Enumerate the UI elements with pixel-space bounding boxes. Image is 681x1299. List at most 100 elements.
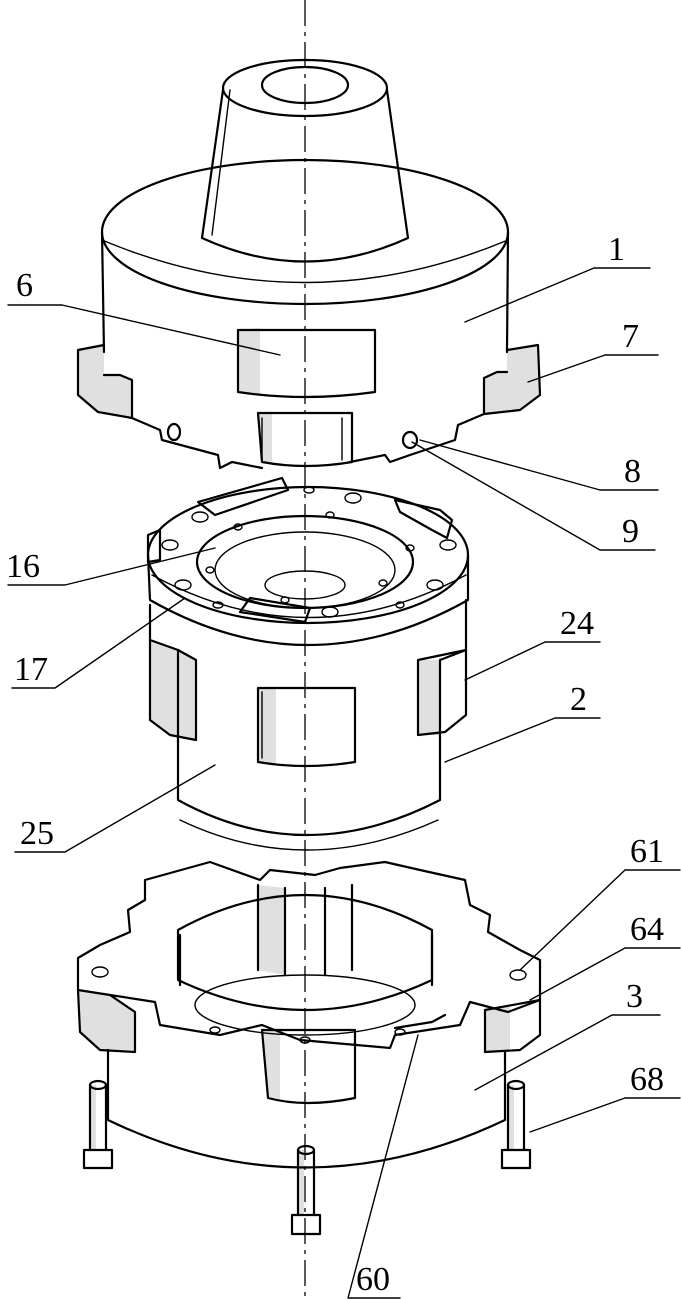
screw-center-shank [296, 1148, 316, 1217]
screw-right-shank [506, 1083, 526, 1152]
base-front-tooth-shade [262, 1030, 280, 1100]
ring-bottom-edge [179, 819, 439, 851]
ring-flange-side [146, 553, 470, 646]
holder-left-side [100, 230, 106, 354]
base-hole-front [299, 1036, 311, 1044]
ring-ramp-front [238, 596, 312, 624]
leader-lines [7, 267, 681, 1299]
label-9: 9 [622, 513, 639, 550]
key-block-6 [236, 328, 377, 399]
base-lower-cylinder [106, 1048, 507, 1169]
ring-top-holes [161, 486, 457, 618]
leader-17 [11, 597, 186, 689]
ring-slot-shade [258, 688, 276, 765]
ring-ramp-left [146, 528, 162, 564]
leader-2 [444, 717, 601, 763]
screw-center-head [290, 1213, 322, 1236]
base-right-lug-shade [485, 1006, 510, 1052]
label-8: 8 [624, 453, 641, 490]
base-inner-floor [194, 974, 416, 1036]
ring-flange-edge [151, 574, 467, 619]
holder-bottom-right [348, 412, 486, 464]
cone-bore [260, 65, 350, 105]
cone-side [200, 88, 410, 263]
part-3-bottom-base [76, 860, 542, 1169]
leader-16 [7, 547, 216, 586]
leader-64 [529, 947, 681, 1001]
base-hole-front-right [394, 1028, 406, 1036]
leader-6 [7, 304, 281, 356]
screw-right-head [500, 1148, 532, 1170]
label-16: 16 [6, 548, 40, 585]
ring-slot [256, 686, 357, 768]
ring-deep-bore [264, 570, 346, 600]
base-left-lug [76, 988, 137, 1054]
label-64: 64 [630, 911, 664, 948]
leader-8 [419, 439, 659, 491]
base-inner-ribs [256, 883, 354, 977]
cone-edge [211, 89, 231, 236]
leader-61 [519, 869, 681, 971]
holder-top-bevel [101, 239, 509, 284]
base-right-lug-64 [483, 998, 542, 1054]
ring-ramp-top-right [393, 498, 454, 540]
holder-left-lug [76, 343, 134, 420]
holder-right-lug [482, 343, 542, 416]
base-slot-60 [393, 1013, 447, 1030]
label-61: 61 [630, 833, 664, 870]
leader-9 [411, 441, 656, 551]
ring-body-right [438, 598, 468, 742]
screw-right-shade [508, 1085, 514, 1150]
ring-key-left [148, 638, 198, 742]
holder-right-lug-shade [484, 345, 540, 414]
tooth-8-edges [261, 417, 343, 461]
base-star-contour [76, 860, 542, 1050]
leader-7 [527, 354, 659, 383]
label-3: 3 [626, 978, 643, 1015]
leader-24 [464, 641, 601, 681]
base-hole-left [91, 966, 109, 978]
ring-key-left-shade [150, 640, 196, 740]
label-2: 2 [570, 681, 587, 718]
leader-25 [14, 764, 216, 853]
screw-center-shade [298, 1150, 304, 1215]
screw-center-tip [296, 1144, 316, 1156]
label-25: 25 [20, 815, 54, 852]
label-17: 17 [14, 651, 48, 688]
ring-key-right-24 [416, 648, 468, 737]
leader-3 [474, 1014, 661, 1091]
leader-1 [464, 267, 651, 323]
screw-left-shade [90, 1085, 96, 1150]
base-hole-right [509, 969, 527, 981]
base-rib-shade [258, 885, 285, 975]
base-inner-sides [178, 933, 434, 987]
screw-left-head [82, 1148, 114, 1170]
part-1-top-holder [76, 58, 542, 470]
tooth-8 [256, 411, 354, 468]
part-2-middle-ring [146, 476, 470, 851]
holder-hole-left [166, 422, 182, 442]
screws-68 [82, 1079, 532, 1236]
label-68: 68 [630, 1061, 664, 1098]
screw-left-shank [88, 1083, 108, 1152]
tooth-8-shade [258, 413, 272, 464]
label-60: 60 [356, 1261, 390, 1298]
label-1: 1 [608, 231, 625, 268]
screw-right-tip [506, 1079, 526, 1091]
holder-bottom-left [130, 416, 264, 470]
leader-60 [347, 1034, 419, 1299]
holder-right-side [505, 230, 510, 354]
holder-left-lug-shade [78, 345, 132, 418]
key-block-6-shade [238, 328, 260, 396]
ring-ramp-top-left [196, 476, 290, 517]
label-7: 7 [622, 318, 639, 355]
base-hole-front-left [209, 1026, 221, 1034]
label-6: 6 [16, 267, 33, 304]
leader-68 [529, 1097, 681, 1133]
base-left-lug-shade [78, 990, 135, 1052]
base-front-tooth [260, 1028, 357, 1105]
cone-top-face [221, 58, 389, 118]
base-inner-opening [176, 894, 434, 1011]
